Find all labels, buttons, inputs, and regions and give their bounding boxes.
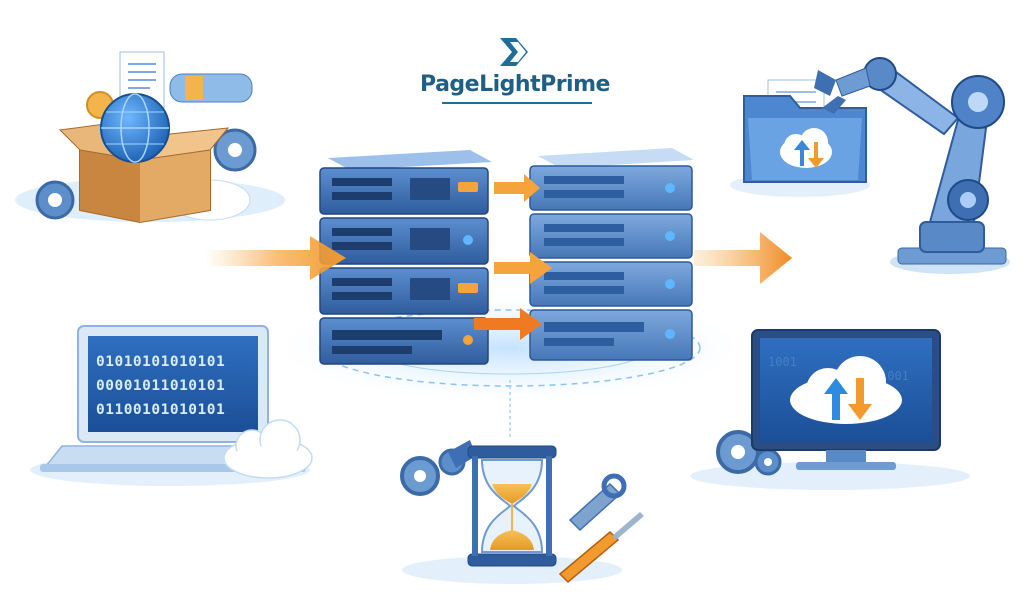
brand-underline — [442, 102, 592, 104]
binary-line: 00001011010101 — [96, 378, 225, 394]
binary-line: 01100101010101 — [96, 402, 225, 418]
outflow-arrow — [694, 232, 792, 284]
server-rack-icon — [529, 148, 694, 361]
box-globe-icon — [15, 51, 285, 224]
brand-name: PageLightPrime — [420, 72, 610, 97]
server-rack-icon — [319, 150, 492, 365]
svg-text:1001: 1001 — [768, 355, 797, 369]
hourglass-tools-icon — [400, 440, 644, 584]
folder-cloud-icon — [730, 79, 870, 197]
chevron-arrow-icon — [500, 38, 528, 66]
inflow-arrow — [205, 236, 346, 280]
monitor-cloud-sync-icon: 1001 1001 — [690, 329, 970, 490]
brand-logo: PageLightPrime — [420, 36, 610, 116]
svg-text:1001: 1001 — [880, 369, 909, 383]
robot-arm-icon — [814, 57, 1010, 274]
binary-line: 01010101010101 — [96, 354, 225, 370]
laptop-binary-icon: 01010101010101 00001011010101 0110010101… — [30, 325, 313, 486]
transfer-arrows — [474, 174, 552, 340]
